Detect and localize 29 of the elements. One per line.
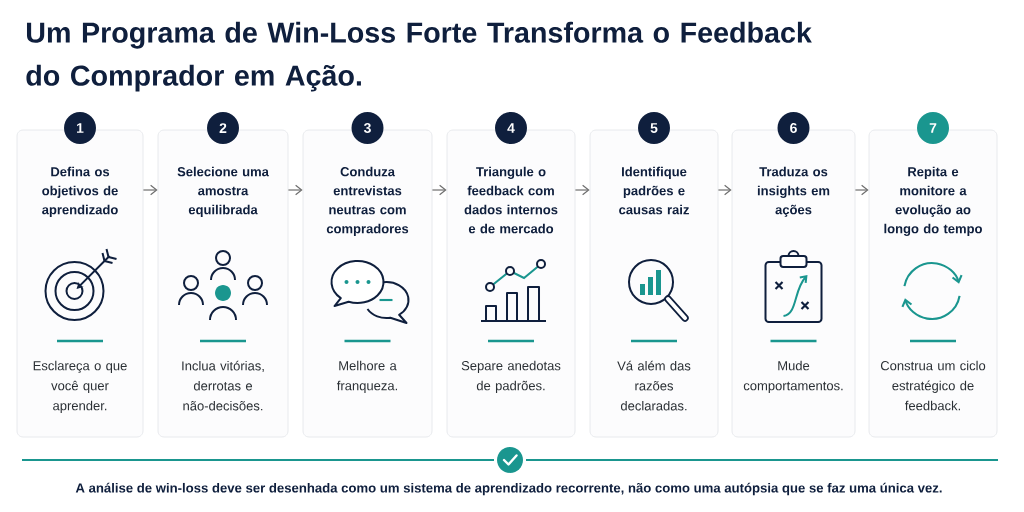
arrow (854, 184, 869, 196)
number-badge: 3 (351, 112, 384, 144)
step-description: Separe anedotas de padrões. (461, 360, 561, 393)
arrow (431, 184, 447, 196)
number-badge: 2 (207, 112, 239, 144)
footer-note: A análise de win-loss deve ser desenhada como um sistema de aprendizado recorrente, não como uma autópsia que se faz uma única vez. (75, 482, 942, 496)
step-heading: Repita e monitore a evolução ao longo do tempo (884, 166, 982, 236)
number-badge: 5 (638, 112, 670, 144)
step-description: Mude comportamentos. (743, 360, 843, 393)
step-heading: Triangule o feedback com dados internos e de mercado (464, 166, 558, 234)
number-badge: 7 (917, 112, 949, 144)
number-badge: 4 (495, 112, 527, 144)
step-description: Vá além das razões declaradas. (617, 360, 691, 411)
step-heading: Defina os objetivos de aprendizado (42, 166, 118, 217)
number-badge: 1 (64, 112, 96, 144)
arrow (717, 184, 732, 196)
step-heading: Selecione uma amostra equilibrada (177, 166, 269, 217)
step-description: Esclareça o que você quer aprender. (33, 360, 127, 413)
step-heading: Conduza entrevistas neutras com compradores (326, 166, 409, 236)
step-description: Construa um ciclo estratégico de feedback. (880, 360, 986, 411)
step-description: Melhore a franqueza. (337, 360, 398, 393)
step-heading: Identifique padrões e causas raiz (619, 166, 689, 215)
step-description: Inclua vitórias, derrotas e não-decisões. (182, 360, 264, 411)
arrow (574, 184, 590, 196)
number-badge: 6 (777, 112, 810, 144)
title: Um Programa de Win-Loss Forte Transforma o Feedback do Comprador em Ação. (26, 21, 812, 92)
arrow (287, 184, 303, 196)
arrow (142, 184, 158, 196)
step-heading: Traduza os insights em ações (757, 166, 830, 217)
